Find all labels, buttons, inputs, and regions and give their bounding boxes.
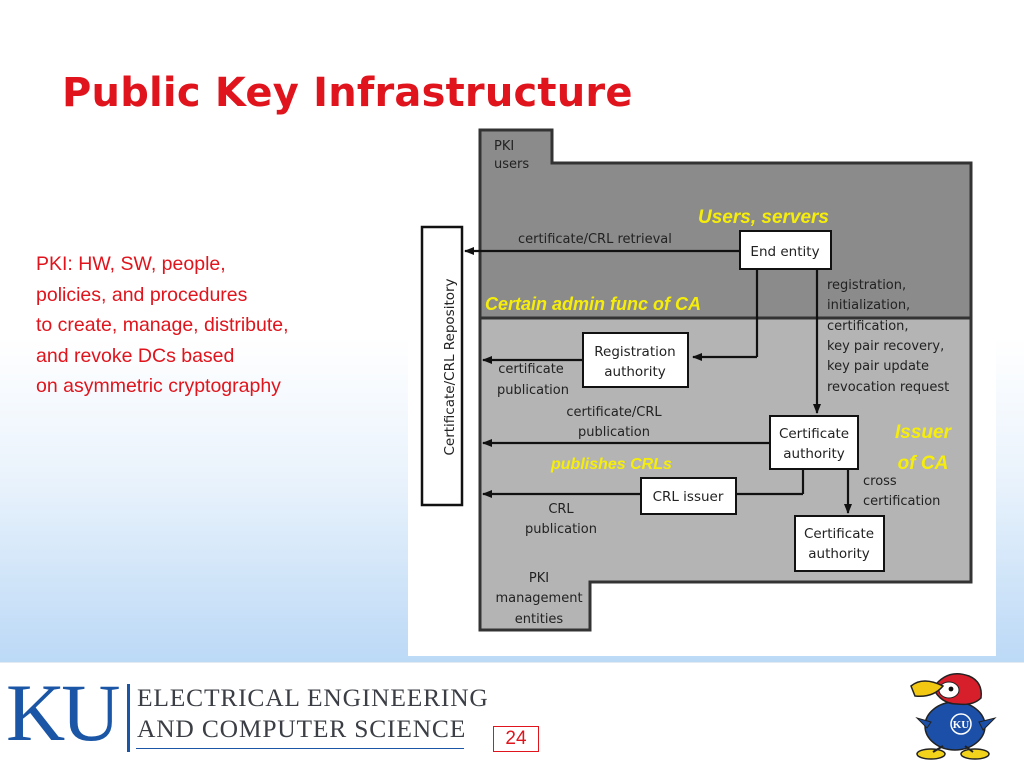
description-line: policies, and procedures <box>36 283 248 306</box>
crl-issuer-box <box>640 477 737 515</box>
jayhawk-mascot-icon: KU <box>910 673 997 760</box>
description-line: on asymmetric cryptography <box>36 375 281 397</box>
requests-label: key pair update <box>827 359 929 374</box>
department-underline <box>136 748 464 749</box>
pki-management-label: PKI <box>529 571 549 586</box>
requests-label: key pair recovery, <box>827 339 944 354</box>
requests-label: registration, <box>827 278 906 293</box>
certificate-authority-2-box <box>794 515 885 572</box>
certificate-authority-label: authority <box>783 446 845 462</box>
certificate-publication-label: publication <box>497 383 569 398</box>
requests-label: initialization, <box>827 298 910 313</box>
certificate-crl-publication-label: publication <box>578 425 650 440</box>
issuer-of-ca-annotation: Issuer <box>895 422 953 443</box>
pki-management-label: entities <box>515 612 564 627</box>
certificate-crl-publication-label: certificate/CRL <box>566 405 662 420</box>
slide-title: Public Key Infrastructure <box>62 70 633 116</box>
end-entity-label: End entity <box>750 244 819 260</box>
certificate-authority-label: Certificate <box>779 426 849 442</box>
page-number: 24 <box>493 726 539 752</box>
description-line: and revoke DCs based <box>36 344 235 367</box>
retrieval-label: certificate/CRL retrieval <box>518 232 672 247</box>
certificate-authority-2-label: authority <box>808 546 870 562</box>
cross-certification-label: certification <box>863 494 940 509</box>
ku-logo: KU <box>6 667 120 758</box>
users-servers-annotation: Users, servers <box>698 207 829 228</box>
requests-label: certification, <box>827 319 909 334</box>
end-entity-box <box>739 230 832 270</box>
logo-divider <box>127 684 130 752</box>
crl-publication-label: publication <box>525 522 597 537</box>
department-name-line: ELECTRICAL ENGINEERING <box>137 683 489 712</box>
svg-text:KU: KU <box>953 719 970 731</box>
crl-publication-label: CRL <box>548 502 574 517</box>
requests-label: revocation request <box>827 380 949 395</box>
pki-description: PKI: HW, SW, people, policies, and proce… <box>36 249 396 402</box>
description-line: PKI: HW, SW, people, <box>36 253 226 275</box>
repository-label: Certificate/CRL Repository <box>442 278 458 455</box>
description-line: to create, manage, distribute, <box>36 314 289 336</box>
pki-diagram-svg: Certificate/CRL Repository End entity Re… <box>420 128 973 632</box>
publishes-crls-annotation: publishes CRLs <box>550 456 672 473</box>
registration-authority-label: Registration <box>594 344 675 360</box>
issuer-of-ca-annotation: of CA <box>898 453 949 474</box>
crl-issuer-label: CRL issuer <box>653 489 724 505</box>
certificate-authority-box <box>769 415 859 470</box>
pki-diagram: Certificate/CRL Repository End entity Re… <box>408 127 996 656</box>
pki-management-label: management <box>495 591 582 606</box>
registration-authority-label: authority <box>604 364 666 380</box>
pki-users-label: users <box>494 157 529 172</box>
certificate-publication-label: certificate <box>498 362 564 377</box>
registration-authority-box <box>582 332 689 388</box>
pki-users-label: PKI <box>494 139 514 154</box>
repository-box <box>420 225 464 507</box>
certificate-authority-2-label: Certificate <box>804 526 874 542</box>
admin-func-annotation: Certain admin func of CA <box>485 294 701 314</box>
cross-certification-label: cross <box>863 474 897 489</box>
department-name-line: AND COMPUTER SCIENCE <box>137 714 467 743</box>
